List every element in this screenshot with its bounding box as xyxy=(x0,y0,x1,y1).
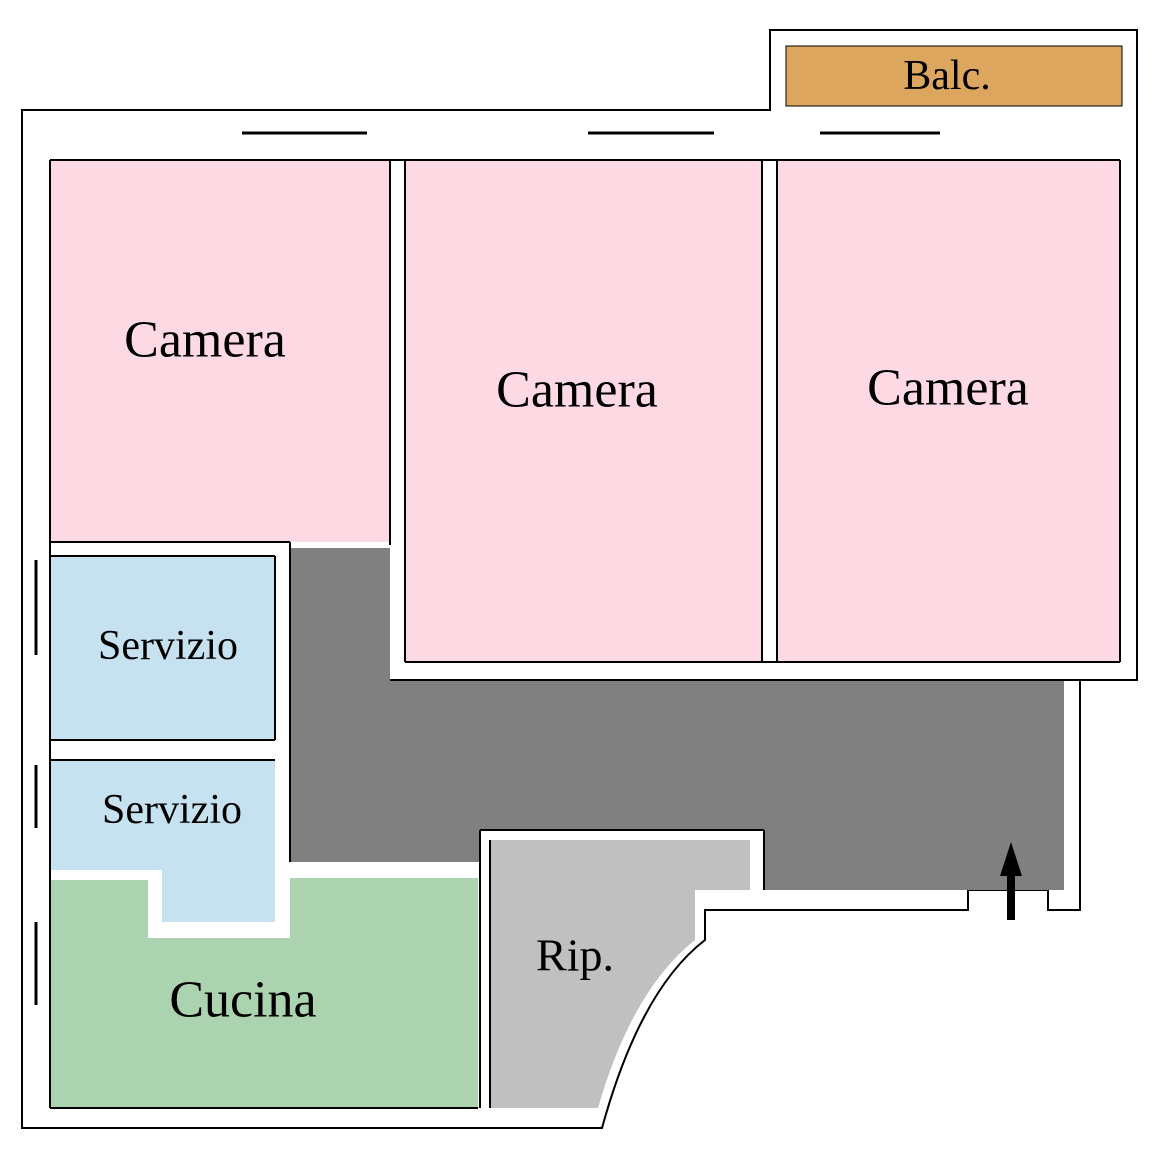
room-camera-1 xyxy=(50,160,390,542)
room-balcone xyxy=(785,45,1123,107)
room-camera-2 xyxy=(405,160,762,662)
room-servizio-2 xyxy=(50,760,275,922)
room-ripostiglio xyxy=(490,840,750,1108)
room-servizio-1 xyxy=(50,556,275,740)
label-servizio-2: Servizio xyxy=(102,787,242,833)
label-cucina: Cucina xyxy=(169,972,316,1029)
room-camera-3 xyxy=(777,160,1120,662)
room-corridoio xyxy=(290,548,1064,890)
interior-walls xyxy=(49,159,1121,1109)
label-camera-1: Camera xyxy=(124,312,286,369)
label-balcone: Balc. xyxy=(903,53,990,99)
windows xyxy=(34,131,940,1005)
label-ripostiglio: Rip. xyxy=(536,930,614,981)
label-camera-3: Camera xyxy=(867,360,1029,417)
room-cucina xyxy=(50,878,478,1108)
label-camera-2: Camera xyxy=(496,362,658,419)
label-servizio-1: Servizio xyxy=(98,623,238,669)
arrow-up-icon xyxy=(1000,842,1022,920)
